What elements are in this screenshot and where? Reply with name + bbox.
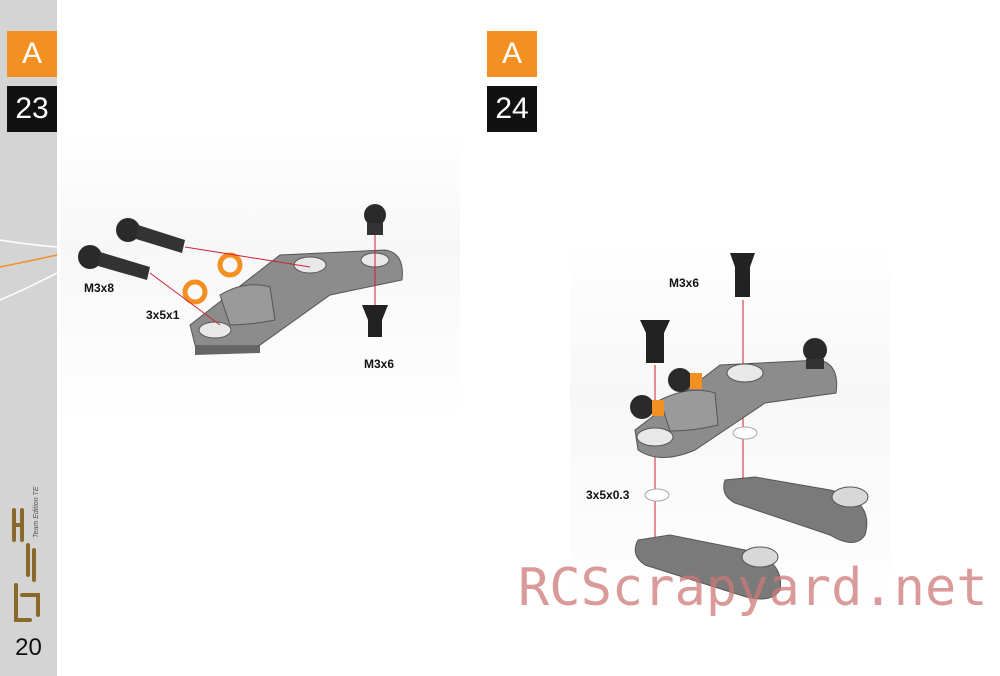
step-24-section-letter: A [487,31,537,77]
step-23-label-screw: M3x6 [364,357,395,371]
step-24-label-screw: M3x6 [669,276,700,290]
page-number: 20 [15,634,42,661]
step-23-section-letter: A [7,31,57,77]
step-23-number: 23 [7,86,57,132]
brand-subtitle: Team Edition TE [33,486,40,539]
step-24-number: 24 [487,86,537,132]
step-23-label-spacer: 3x5x1 [146,308,180,322]
step-23-label-ball-stud: M3x8 [84,281,115,295]
step-24-label-washer: 3x5x0.3 [586,488,630,502]
brand-logo [12,508,40,622]
watermark: RCScrapyard.net [518,558,988,618]
step-24-diagram [630,253,869,600]
sidebar-decoration-lines [0,239,57,301]
step-23-diagram [78,204,403,355]
